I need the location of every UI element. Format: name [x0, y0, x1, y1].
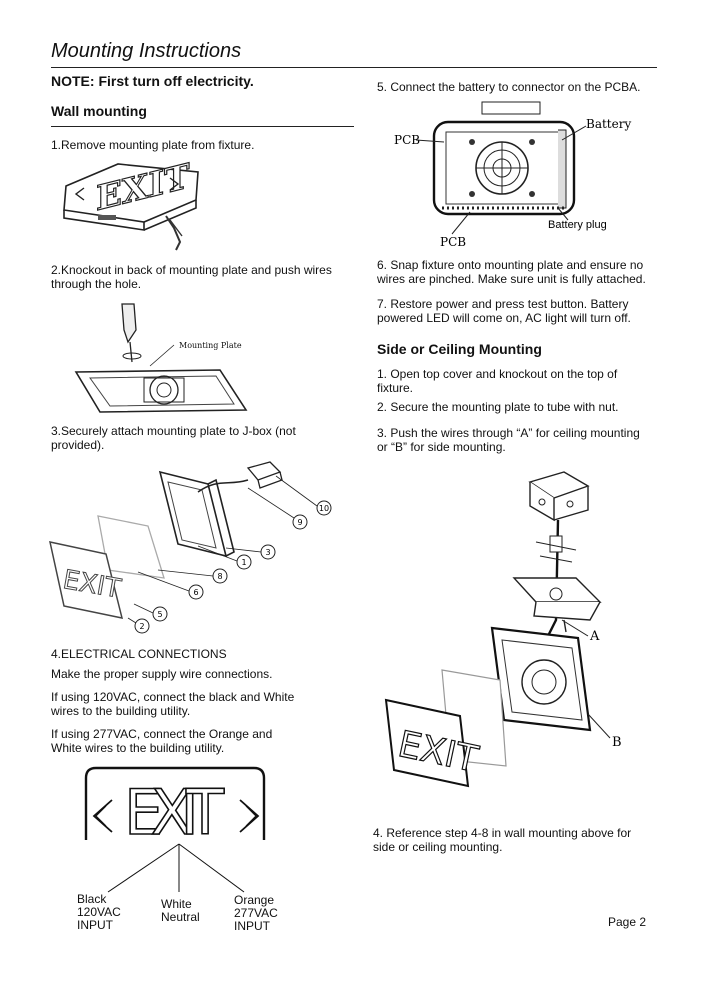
page-title: Mounting Instructions [51, 40, 242, 62]
callout-8: 8 [217, 572, 222, 581]
side-step-4: 4. Reference step 4-8 in wall mounting a… [373, 826, 632, 854]
figure-pcb-battery: PCB Battery Battery plug PCB [394, 101, 631, 249]
mounting-plate-label: Mounting Plate [179, 341, 242, 350]
step-4-para-1: Make the proper supply wire connections. [51, 667, 273, 681]
battery-label: Battery [586, 117, 631, 131]
step-3: 3.Securely attach mounting plate to J-bo… [51, 424, 296, 452]
step-4-para-2: If using 120VAC, connect the black and W… [51, 690, 295, 718]
note-heading: NOTE: First turn off electricity. [51, 73, 254, 89]
callout-2: 2 [139, 622, 144, 631]
step-4-para-3: If using 277VAC, connect the Orange and … [51, 727, 273, 755]
side-step-2: 2. Secure the mounting plate to tube wit… [377, 400, 619, 414]
callout-9: 9 [297, 518, 302, 527]
step-2: 2.Knockout in back of mounting plate and… [51, 263, 332, 291]
battery-plug-label: Battery plug [548, 219, 607, 231]
callout-10: 10 [319, 504, 329, 513]
side-ceiling-heading: Side or Ceiling Mounting [377, 341, 542, 357]
figure-remove-plate: EXIT [63, 156, 199, 251]
callout-5: 5 [157, 610, 162, 619]
step-4-title: 4.ELECTRICAL CONNECTIONS [51, 647, 227, 661]
wire-label-black: Black 120VAC INPUT [77, 892, 121, 932]
pcb-label-bottom: PCB [440, 235, 466, 249]
pcb-label-top: PCB [394, 133, 420, 147]
wall-mounting-heading: Wall mounting [51, 103, 147, 119]
exit-text-large: EXIT [124, 776, 225, 849]
figure-exploded-mounting: EXIT 10 9 3 1 8 6 5 2 [49, 461, 332, 634]
page-number: Page 2 [608, 915, 647, 929]
step-7: 7. Restore power and press test button. … [377, 297, 631, 325]
callout-3: 3 [265, 548, 270, 557]
wire-label-white: White Neutral [161, 897, 200, 924]
section-rule [51, 126, 354, 127]
label-a: A [589, 629, 600, 644]
wire-label-orange: Orange 277VAC INPUT [234, 893, 278, 933]
label-b: B [612, 735, 622, 750]
callout-6: 6 [193, 588, 198, 597]
callout-1: 1 [241, 558, 246, 567]
step-6: 6. Snap fixture onto mounting plate and … [377, 258, 646, 286]
header-rule [51, 67, 657, 68]
figure-knockout: Mounting Plate [74, 303, 248, 413]
figure-ceiling-mount: EXIT A B [384, 471, 622, 788]
step-1: 1.Remove mounting plate from fixture. [51, 138, 255, 152]
step-5: 5. Connect the battery to connector on t… [377, 80, 641, 94]
side-step-3: 3. Push the wires through “A” for ceilin… [377, 426, 640, 454]
figure-wiring: EXIT [84, 766, 266, 893]
side-step-1: 1. Open top cover and knockout on the to… [377, 367, 618, 395]
